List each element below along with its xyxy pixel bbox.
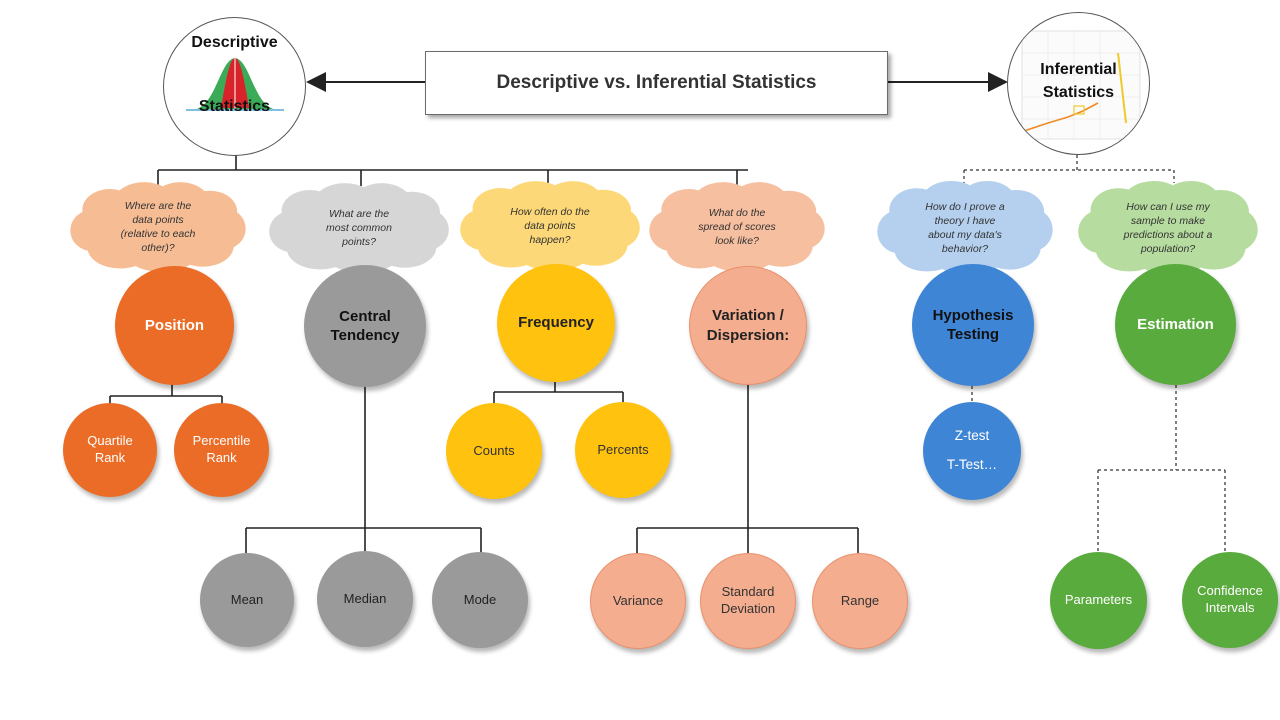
- descriptive-tree-lines: [109, 150, 859, 553]
- range-node: Range: [812, 553, 908, 649]
- percentile-rank-node: Percentile Rank: [174, 403, 269, 497]
- mode-node: Mode: [432, 552, 528, 648]
- cloud-icon: [877, 181, 1053, 275]
- inferential-tree-lines: [963, 155, 1226, 553]
- cloud-icon: [269, 183, 449, 273]
- cloud-frequency-question: How often do the data points happen?: [460, 181, 640, 271]
- position-question-text: Where are the data points (relative to e…: [120, 199, 196, 255]
- descriptive-title-line2: Statistics: [198, 98, 271, 115]
- median-node: Median: [317, 551, 413, 647]
- descriptive-title-line1: Descriptive: [191, 34, 278, 51]
- inferential-title-line1: Inferential: [1040, 61, 1117, 78]
- diagram-title: Descriptive vs. Inferential Statistics: [496, 72, 817, 93]
- percents-node: Percents: [575, 402, 671, 498]
- position-node: Position: [115, 266, 234, 385]
- title-box: Descriptive vs. Inferential Statistics: [425, 51, 888, 115]
- central-question-text: What are the most common points?: [326, 207, 392, 249]
- cloud-icon: [1078, 181, 1258, 275]
- cloud-estimation-question: How can I use my sample to make predicti…: [1078, 181, 1258, 275]
- central-tendency-node: Central Tendency: [304, 265, 426, 387]
- estimation-question-text: How can I use my sample to make predicti…: [1123, 200, 1213, 256]
- cloud-hypothesis-question: How do I prove a theory I have about my …: [877, 181, 1053, 275]
- inferential-statistics-root: Inferential Statistics: [1007, 12, 1150, 155]
- cloud-central-question: What are the most common points?: [269, 183, 449, 273]
- frequency-node: Frequency: [497, 264, 615, 382]
- variation-question-text: What do the spread of scores look like?: [698, 206, 776, 248]
- cloud-icon: [649, 182, 825, 272]
- cloud-variation-question: What do the spread of scores look like?: [649, 182, 825, 272]
- bell-curve-icon: [186, 56, 284, 111]
- confidence-intervals-node: Confidence Intervals: [1182, 552, 1278, 648]
- mean-node: Mean: [200, 553, 294, 647]
- counts-node: Counts: [446, 403, 542, 499]
- variance-node: Variance: [590, 553, 686, 649]
- parameters-node: Parameters: [1050, 552, 1147, 649]
- variation-dispersion-node: Variation / Dispersion:: [689, 266, 807, 385]
- z-t-test-node: Z-test T-Test…: [923, 402, 1021, 500]
- inferential-title-line2: Statistics: [1042, 84, 1115, 101]
- line-chart-icon: [1021, 30, 1141, 140]
- cloud-icon: [70, 182, 246, 272]
- standard-deviation-node: Standard Deviation: [700, 553, 796, 649]
- frequency-question-text: How often do the data points happen?: [510, 205, 590, 247]
- estimation-node: Estimation: [1115, 264, 1236, 385]
- cloud-position-question: Where are the data points (relative to e…: [70, 182, 246, 272]
- quartile-rank-node: Quartile Rank: [63, 403, 157, 497]
- cloud-icon: [460, 181, 640, 271]
- hypothesis-testing-node: Hypothesis Testing: [912, 264, 1034, 386]
- hypothesis-question-text: How do I prove a theory I have about my …: [925, 200, 1005, 256]
- descriptive-statistics-root: Descriptive Statistics: [163, 17, 306, 156]
